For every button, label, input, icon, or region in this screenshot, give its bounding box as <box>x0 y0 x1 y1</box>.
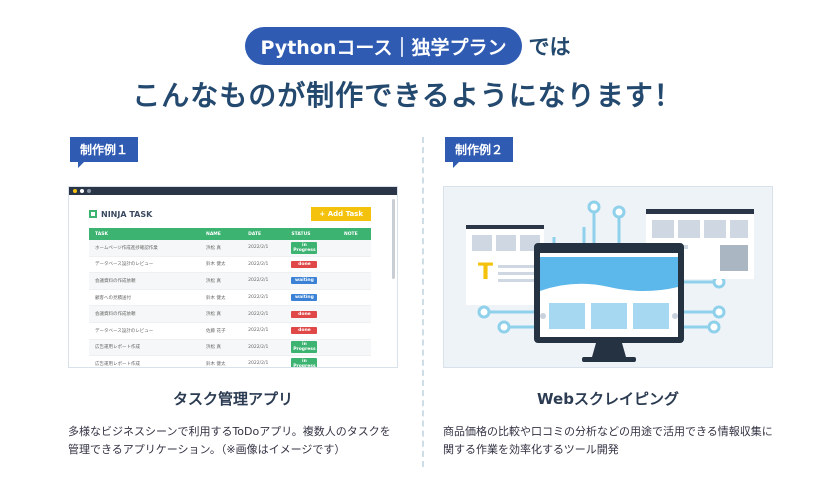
table-cell: 2022/2/1 <box>242 339 286 357</box>
table-cell: 2022/2/1 <box>242 305 286 323</box>
table-cell: 会議資料の作成依頼 <box>89 305 201 323</box>
status-cell: in Progress <box>285 355 338 368</box>
status-badge[interactable]: in Progress <box>291 341 318 354</box>
table-cell: ホームページ作成進捗確認作業 <box>89 240 201 257</box>
table-cell: 鈴木 健太 <box>200 355 243 367</box>
card-description: 多様なビジネスシーンで利用するToDoアプリ。複数人のタスクを管理できるアプリケ… <box>68 425 391 456</box>
note-cell <box>337 240 371 257</box>
status-badge[interactable]: done <box>291 260 318 268</box>
table-cell: 浜松 真 <box>200 240 243 257</box>
table-cell: 2022/2/1 <box>242 355 286 367</box>
column-header: TASK <box>89 228 201 240</box>
table-cell: 浜松 真 <box>200 305 243 323</box>
status-badge[interactable]: in Progress <box>291 357 318 368</box>
logo-icon <box>89 210 97 218</box>
column-header: STATUS <box>285 228 338 240</box>
table-cell: 広告運用レポート作成 <box>89 355 201 367</box>
table-cell: 鈴木 健太 <box>200 256 243 274</box>
status-cell: done <box>285 256 338 274</box>
card-description: 商品価格の比較や口コミの分析などの用途で活用できる情報収集に関する作業を効率化す… <box>443 425 773 456</box>
note-cell <box>337 339 371 357</box>
status-badge[interactable]: done <box>291 310 318 318</box>
hero-headline: こんなものが制作できるようになります！ <box>132 79 683 112</box>
status-badge[interactable]: waiting <box>291 294 318 302</box>
add-task-button[interactable]: + Add Task <box>311 207 371 221</box>
note-cell <box>337 355 371 367</box>
note-cell <box>337 272 371 290</box>
example-badge: 制作例２ <box>445 137 514 168</box>
table-cell: 2022/2/1 <box>242 289 286 307</box>
status-badge[interactable]: in Progress <box>291 241 318 254</box>
table-cell: 佐藤 花子 <box>200 322 243 340</box>
column-divider <box>422 137 424 467</box>
status-cell: in Progress <box>285 339 338 357</box>
column-header: NOTE <box>337 228 371 240</box>
status-cell: waiting <box>285 289 338 307</box>
note-cell <box>337 305 371 323</box>
status-cell: in Progress <box>285 240 338 257</box>
note-cell <box>337 256 371 274</box>
table-cell: データベース設計のレビュー <box>89 256 201 274</box>
hero-suffix: では <box>528 35 571 59</box>
table-cell: データベース設計のレビュー <box>89 322 201 340</box>
window-titlebar <box>69 187 397 195</box>
scraping-illustration: T <box>466 200 754 362</box>
column-header: DATE <box>242 228 286 240</box>
table-cell: 2022/2/1 <box>242 240 286 257</box>
monitor-icon <box>534 243 684 362</box>
hero-heading: Pythonコース｜独学プラン では こんなものが制作できるようになります！ <box>0 26 815 114</box>
status-cell: done <box>285 305 338 323</box>
card-title: Webスクレイピング <box>537 390 679 408</box>
table-cell: 2022/2/1 <box>242 322 286 340</box>
note-cell <box>337 322 371 340</box>
table-cell: 浜松 真 <box>200 272 243 290</box>
scrollbar[interactable] <box>392 199 395 279</box>
svg-text:T: T <box>478 260 493 285</box>
source-page-left: T <box>466 225 544 305</box>
status-cell: waiting <box>285 272 338 290</box>
example-badge: 制作例１ <box>70 137 139 168</box>
example-card-2: 制作例２ <box>443 137 773 459</box>
web-scraping-illustration: T <box>443 186 773 368</box>
status-badge[interactable]: waiting <box>291 277 318 285</box>
table-cell: 2022/2/1 <box>242 256 286 274</box>
table-cell: 会議資料の作成依頼 <box>89 272 201 290</box>
table-cell: 広告運用レポート作成 <box>89 339 201 357</box>
app-logo: NINJA TASK <box>89 210 152 219</box>
table-cell: 2022/2/1 <box>242 272 286 290</box>
status-cell: done <box>285 322 338 340</box>
table-cell: 浜松 真 <box>200 339 243 357</box>
table-cell: 顧客への見積送付 <box>89 289 201 307</box>
table-cell: 鈴木 健太 <box>200 289 243 307</box>
status-badge[interactable]: done <box>291 327 318 335</box>
note-cell <box>337 289 371 307</box>
column-header: NAME <box>200 228 243 240</box>
course-pill: Pythonコース｜独学プラン <box>244 27 523 65</box>
card-title: タスク管理アプリ <box>172 390 293 408</box>
